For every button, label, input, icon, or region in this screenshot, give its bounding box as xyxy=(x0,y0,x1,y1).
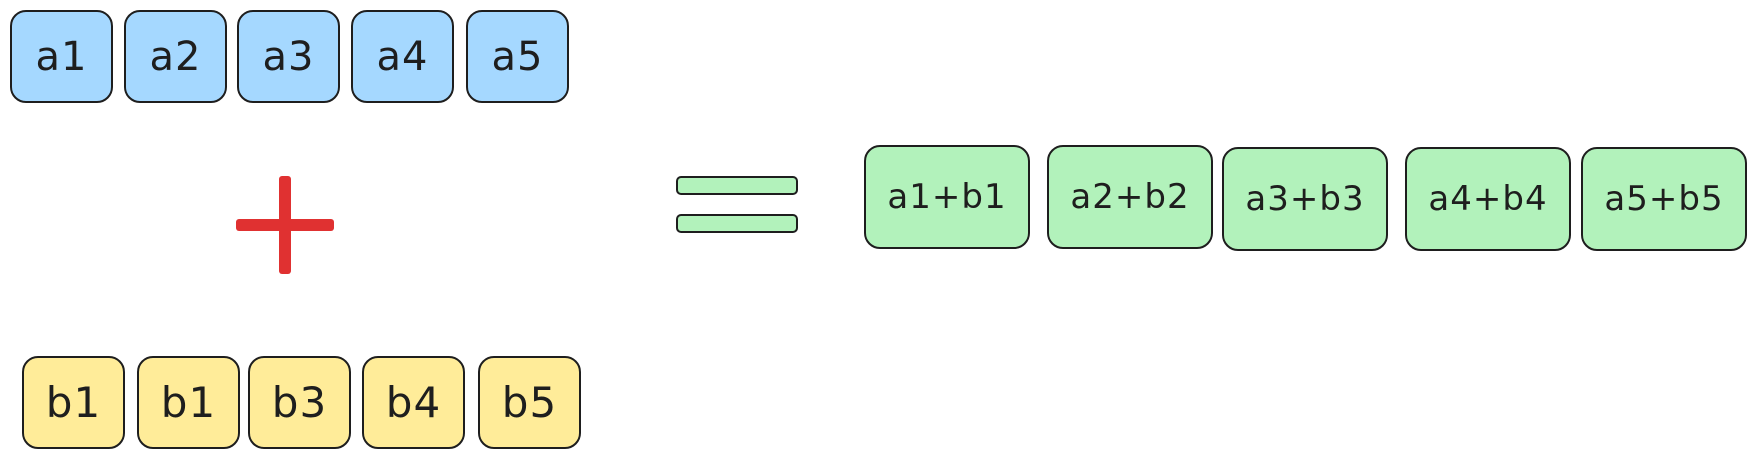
equals-icon xyxy=(676,176,798,236)
sum-box-1: a1+b1 xyxy=(864,145,1030,249)
a-box-2: a2 xyxy=(124,10,227,103)
b-box-1: b1 xyxy=(22,356,125,449)
a-box-5: a5 xyxy=(466,10,569,103)
b-box-5: b5 xyxy=(478,356,581,449)
sum-box-4: a4+b4 xyxy=(1405,147,1571,251)
a-box-3: a3 xyxy=(237,10,340,103)
a-box-1: a1 xyxy=(10,10,113,103)
sum-box-3: a3+b3 xyxy=(1222,147,1388,251)
sum-box-2: a2+b2 xyxy=(1047,145,1213,249)
plus-icon xyxy=(236,176,334,274)
b-box-3: b3 xyxy=(248,356,351,449)
b-box-2: b1 xyxy=(137,356,240,449)
a-box-4: a4 xyxy=(351,10,454,103)
sum-box-5: a5+b5 xyxy=(1581,147,1747,251)
b-box-4: b4 xyxy=(362,356,465,449)
